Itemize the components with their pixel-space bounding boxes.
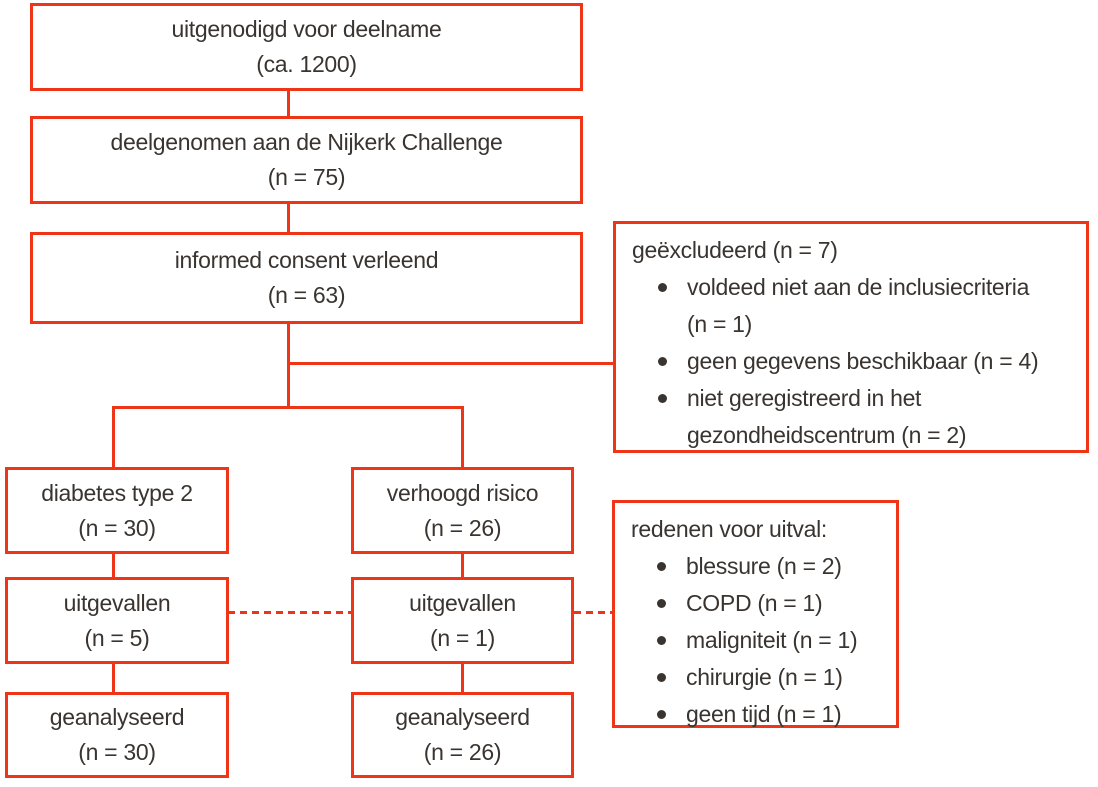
- box-dropout-right-label: uitgevallen: [409, 589, 516, 616]
- box-consent: informed consent verleend (n = 63): [30, 232, 583, 324]
- box-diabetes-label: diabetes type 2: [41, 479, 193, 506]
- excluded-item: geen gegevens beschikbaar (n = 4): [632, 343, 1078, 380]
- connector-split-risk: [461, 408, 464, 467]
- connector-split-diabetes: [112, 408, 115, 467]
- box-dropout-left-count: (n = 5): [84, 624, 150, 651]
- box-analyzed-left: geanalyseerd (n = 30): [5, 692, 229, 778]
- box-diabetes: diabetes type 2 (n = 30): [5, 467, 229, 554]
- connector-consent-split: [287, 323, 290, 409]
- box-excluded: geëxcludeerd (n = 7) voldeed niet aan de…: [613, 221, 1089, 453]
- dropout-reasons-title: redenen voor uitval:: [631, 516, 828, 542]
- box-invited-label: uitgenodigd voor deelname: [171, 16, 442, 42]
- dashed-connector-to-reasons: [574, 611, 612, 614]
- box-analyzed-right: geanalyseerd (n = 26): [351, 692, 574, 778]
- box-invited: uitgenodigd voor deelname (ca. 1200): [30, 3, 583, 91]
- box-dropout-left: uitgevallen (n = 5): [5, 577, 229, 664]
- box-diabetes-count: (n = 30): [78, 514, 156, 541]
- connector-invited-participated: [287, 91, 290, 116]
- box-analyzed-left-count: (n = 30): [78, 739, 156, 765]
- box-risk-label: verhoogd risico: [386, 479, 539, 506]
- box-analyzed-right-label: geanalyseerd: [395, 704, 530, 730]
- connector-risk-dropout: [461, 553, 464, 577]
- dropout-reason-item: maligniteit (n = 1): [631, 622, 888, 659]
- connector-dropout-analyzed-left: [112, 663, 115, 692]
- box-participated: deelgenomen aan de Nijkerk Challenge (n …: [30, 116, 583, 204]
- dropout-reasons-list: blessure (n = 2) COPD (n = 1) malignitei…: [631, 548, 888, 733]
- box-invited-count: (ca. 1200): [256, 51, 357, 77]
- dropout-reason-item: chirurgie (n = 1): [631, 659, 888, 696]
- box-consent-count: (n = 63): [267, 282, 346, 308]
- dropout-reason-item: blessure (n = 2): [631, 548, 888, 585]
- dashed-connector-dropouts: [228, 611, 351, 614]
- box-dropout-right: uitgevallen (n = 1): [351, 577, 574, 664]
- box-analyzed-right-count: (n = 26): [423, 739, 502, 765]
- dropout-reason-item: geen tijd (n = 1): [631, 696, 888, 733]
- box-dropout-left-label: uitgevallen: [63, 589, 171, 616]
- box-dropout-right-count: (n = 1): [429, 624, 495, 651]
- connector-split-bar: [112, 406, 464, 409]
- connector-to-excluded: [288, 362, 613, 365]
- box-participated-count: (n = 75): [267, 164, 346, 190]
- excluded-list: voldeed niet aan de inclusiecriteria (n …: [632, 269, 1078, 454]
- box-participated-label: deelgenomen aan de Nijkerk Challenge: [110, 129, 503, 155]
- excluded-item: voldeed niet aan de inclusiecriteria (n …: [632, 269, 1033, 343]
- box-risk-count: (n = 26): [423, 514, 502, 541]
- box-dropout-reasons: redenen voor uitval: blessure (n = 2) CO…: [612, 500, 899, 728]
- box-analyzed-left-label: geanalyseerd: [49, 704, 185, 730]
- excluded-title: geëxcludeerd (n = 7): [632, 237, 838, 263]
- box-consent-label: informed consent verleend: [174, 247, 439, 273]
- box-risk: verhoogd risico (n = 26): [351, 467, 574, 554]
- connector-dropout-analyzed-right: [461, 663, 464, 692]
- connector-participated-consent: [287, 203, 290, 232]
- excluded-item: niet geregistreerd in het gezondheidscen…: [632, 380, 1078, 454]
- connector-diabetes-dropout: [112, 553, 115, 577]
- dropout-reason-item: COPD (n = 1): [631, 585, 888, 622]
